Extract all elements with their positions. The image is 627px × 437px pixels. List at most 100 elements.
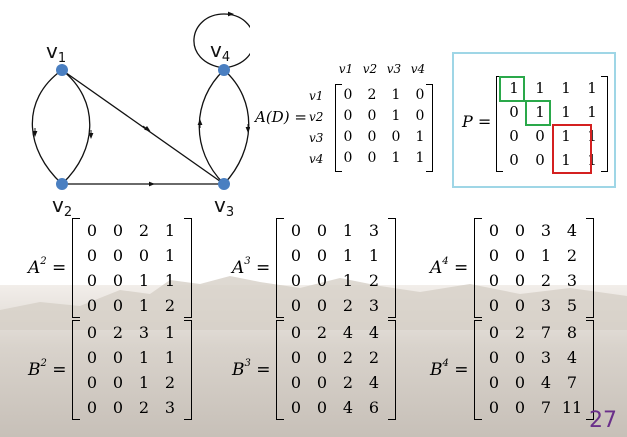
matrix-cell: 0 [316, 398, 328, 417]
highlight-box-green [525, 100, 551, 126]
matrix-base: B [28, 360, 41, 380]
matrix-cell: 1 [415, 128, 425, 145]
matrix-cell: 2 [514, 323, 526, 342]
matrix-cell: 0 [316, 296, 328, 315]
matrix-cell: 3 [540, 221, 552, 240]
matrix-cell: 1 [138, 296, 150, 315]
matrix-cell: 0 [316, 348, 328, 367]
vertex-label-v3: v3 [214, 193, 234, 220]
matrix-cell: 1 [138, 373, 150, 392]
matrix-cell: 0 [514, 348, 526, 367]
matrix-cell: 2 [566, 246, 578, 265]
matrix-cell: 0 [86, 246, 98, 265]
matrix-cell: 0 [86, 271, 98, 290]
edge-v4-loop [193, 13, 250, 69]
matrix-cell: 1 [164, 348, 176, 367]
matrix-lhs: A2 = [28, 256, 67, 278]
matrix-cell: 3 [368, 296, 380, 315]
edge-v4-v3 [223, 69, 250, 185]
matrix-cell: 1 [535, 79, 545, 97]
matrix-cell: 1 [138, 348, 150, 367]
matrix-cell: 2 [368, 348, 380, 367]
matrix-cell: 1 [540, 246, 552, 265]
matrix-cell: 0 [535, 127, 545, 145]
matrix-cell: 2 [316, 323, 328, 342]
matrix-cell: 3 [368, 221, 380, 240]
col-header: v1 [338, 62, 354, 76]
matrix-cell: 1 [509, 79, 519, 97]
matrix-cell: 1 [342, 271, 354, 290]
matrix-cell: 0 [290, 398, 302, 417]
highlight-box-red [552, 124, 592, 174]
matrix-cell: 0 [290, 246, 302, 265]
matrix-cell: 2 [164, 373, 176, 392]
matrix-cell: 7 [566, 373, 578, 392]
matrix-cell: 0 [514, 246, 526, 265]
matrix-cell: 4 [342, 398, 354, 417]
row-header: v2 [309, 110, 324, 124]
matrix-cell: 1 [342, 221, 354, 240]
matrix-cell: 0 [138, 246, 150, 265]
matrix-cell: 0 [316, 271, 328, 290]
matrix-cell: 0 [367, 149, 377, 166]
matrix-cell: 0 [488, 398, 500, 417]
matrix-cell: 0 [514, 398, 526, 417]
matrix-cell: 2 [138, 221, 150, 240]
matrix-cell: 0 [488, 373, 500, 392]
matrix-lhs: A3 = [232, 256, 271, 278]
matrix-cell: 0 [86, 221, 98, 240]
matrix-exponent: 2 [40, 358, 47, 370]
matrix-cell: 0 [86, 348, 98, 367]
matrix-cell: 0 [367, 128, 377, 145]
matrix-exponent: 3 [244, 256, 251, 268]
matrix-cell: 4 [566, 348, 578, 367]
matrix-cell: 0 [112, 246, 124, 265]
matrix-cell: 0 [86, 323, 98, 342]
matrix-cell: 0 [290, 348, 302, 367]
row-header: v4 [309, 152, 324, 166]
matrix-cell: 2 [112, 323, 124, 342]
matrix-cell: 0 [535, 151, 545, 169]
matrix-cell: 0 [488, 323, 500, 342]
matrix-cell: 2 [342, 373, 354, 392]
matrix-cell: 0 [112, 296, 124, 315]
background-buildings [0, 276, 627, 330]
matrix-exponent: 2 [40, 256, 47, 268]
adjacency-lhs: A(D) = [255, 108, 307, 126]
matrix-base: A [430, 258, 443, 278]
matrix-cell: 0 [509, 151, 519, 169]
matrix-cell: 1 [164, 246, 176, 265]
matrix-cell: 2 [367, 86, 377, 103]
matrix-cell: 3 [540, 296, 552, 315]
matrix-cell: 0 [488, 296, 500, 315]
matrix-cell: 0 [290, 373, 302, 392]
col-header: v4 [410, 62, 426, 76]
matrix-cell: 2 [164, 296, 176, 315]
matrix-cell: 3 [164, 398, 176, 417]
matrix-cell: 0 [112, 271, 124, 290]
matrix-cell: 0 [514, 221, 526, 240]
matrix-cell: 0 [391, 128, 401, 145]
matrix-cell: 4 [368, 373, 380, 392]
